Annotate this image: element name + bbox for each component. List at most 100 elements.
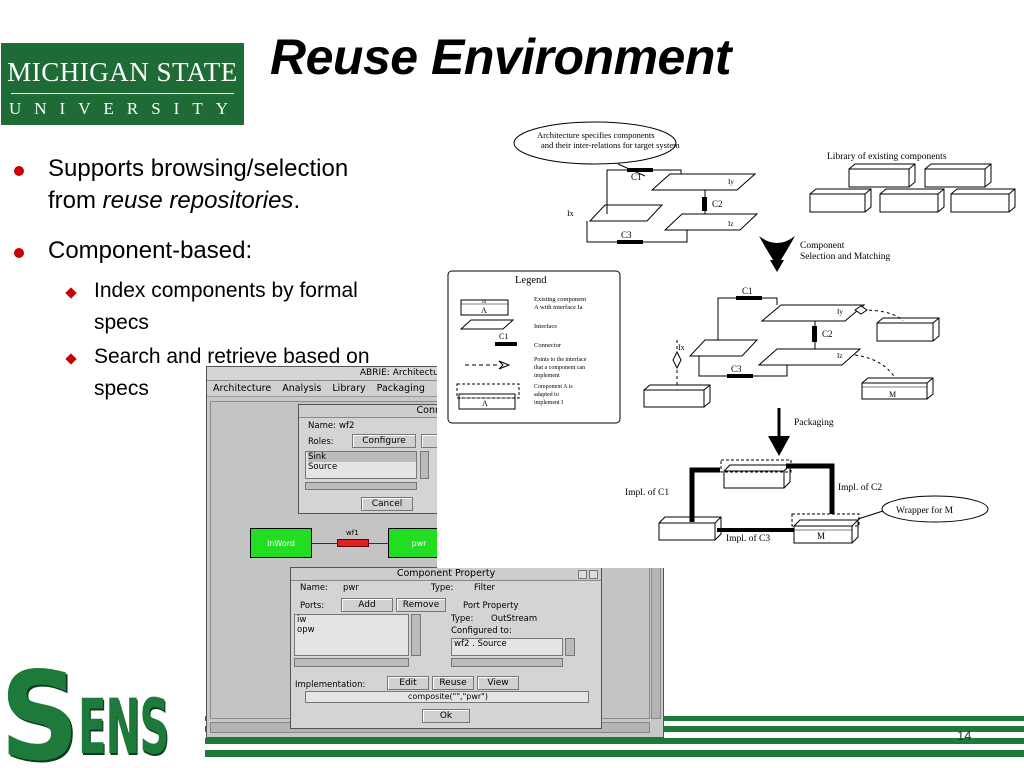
matched-box-m <box>861 377 934 400</box>
label-iz-mid: Iz <box>837 352 842 360</box>
label-iz-top: Iz <box>728 220 733 228</box>
packaging-label: Packaging <box>794 418 834 428</box>
reuse-button[interactable]: Reuse <box>432 676 474 690</box>
legend-item-3: Connector <box>534 342 562 349</box>
library-box-4 <box>879 188 945 213</box>
component-inword[interactable]: InWord <box>250 528 312 558</box>
sub-bullet-1-line2: specs <box>94 311 149 334</box>
dialog-minimize-button[interactable] <box>578 570 587 579</box>
packaging-arrow-icon <box>768 436 790 456</box>
library-components <box>809 163 1016 213</box>
menu-packaging[interactable]: Packaging <box>376 383 425 394</box>
connector-c2-top <box>702 197 707 211</box>
configured-to-value[interactable]: wf2 . Source <box>454 639 507 649</box>
menu-analysis[interactable]: Analysis <box>282 383 322 394</box>
architecture-top: C1 Iy Ix Iz C2 C3 <box>567 168 759 244</box>
bullet-1-line1: Supports browsing/selection <box>48 155 349 182</box>
match-diamond-3 <box>672 350 682 370</box>
bullet-1-italic: reuse repositories <box>102 187 294 214</box>
implementation-field[interactable]: composite("","pwr") <box>305 691 589 703</box>
interface-ix-top <box>588 204 664 222</box>
ports-list-scrollbar[interactable] <box>411 614 421 656</box>
label-iy-mid: Iy <box>837 308 843 316</box>
selection-label-1: Component <box>800 241 845 251</box>
packaged-box-top <box>723 464 791 489</box>
legend-item-5a: Component A is <box>534 384 573 390</box>
wrapper-outline <box>791 513 860 527</box>
legend-item-4a: Points to the interface <box>534 356 587 363</box>
component-property-dialog: Component Property Name: pwr Type: Filte… <box>290 567 602 729</box>
diagram-svg: Architecture specifies components and th… <box>447 121 1016 544</box>
abrie-window-title: ABRIE: Architecture–Based Reuse <box>359 368 511 378</box>
add-port-button[interactable]: Add <box>341 598 393 612</box>
view-button[interactable]: View <box>477 676 519 690</box>
legend-arrow-head-icon <box>498 360 511 370</box>
sens-logo: S ENS <box>0 646 210 768</box>
legend-title: Legend <box>515 275 547 286</box>
cancel-button[interactable]: Cancel <box>361 497 413 511</box>
legend-a-label: A <box>481 306 487 315</box>
configured-to-list[interactable]: wf2 . Source <box>451 638 563 656</box>
label-iy-top: Iy <box>728 178 734 186</box>
configure-button[interactable]: Configure <box>352 434 416 448</box>
dialog-maximize-button[interactable] <box>589 570 598 579</box>
ports-list[interactable]: iw opw <box>294 614 409 656</box>
library-box-3 <box>809 188 872 213</box>
edit-button[interactable]: Edit <box>387 676 429 690</box>
wrapper-callout <box>881 495 989 523</box>
configured-to-scrollbar[interactable] <box>565 638 575 656</box>
connector-roles-label: Roles: <box>308 437 334 447</box>
remove-port-button[interactable]: Remove <box>396 598 446 612</box>
legend-item-5c: implement I <box>534 400 563 406</box>
slide-title: Reuse Environment <box>270 29 732 85</box>
sub-bullet-2: Search and retrieve based on specs <box>94 341 370 405</box>
bullet-1: Supports browsing/selection from reuse r… <box>48 153 348 217</box>
connector-name-label: Name: <box>308 421 336 431</box>
interface-iz-top <box>663 213 759 231</box>
sub-bullet-diamond-1 <box>65 287 77 299</box>
connector-dialog: Conn Name: wf2 Roles: Configure Sink Sou… <box>298 404 448 514</box>
library-box-1 <box>848 163 916 188</box>
msu-logo-line1: MICHIGAN STATE <box>7 57 238 87</box>
cp-type-value: Filter <box>474 583 496 593</box>
ports-list-item-2[interactable]: opw <box>297 625 315 635</box>
interface-iz-mid <box>757 348 862 366</box>
interface-iy-mid <box>760 304 866 322</box>
label-c1-mid: C1 <box>742 286 753 296</box>
selection-arrow-head-icon <box>770 260 784 272</box>
label-m-bottom: M <box>817 531 825 541</box>
roles-list-scrollbar[interactable] <box>420 451 429 479</box>
ports-list-hscrollbar[interactable] <box>294 658 409 667</box>
packaged-box-top-wrap <box>720 459 792 473</box>
label-c2-top: C2 <box>712 199 723 209</box>
label-ix-top: Ix <box>567 209 574 218</box>
wrapper-label: Wrapper for M <box>896 505 954 516</box>
sens-logo-ens: ENS <box>78 682 169 768</box>
label-c1-top: C1 <box>631 172 642 182</box>
configured-to-hscrollbar[interactable] <box>451 658 563 667</box>
roles-list-item-2[interactable]: Source <box>308 462 338 472</box>
impl-c1-label: Impl. of C1 <box>625 487 669 498</box>
bullet-dot-2 <box>14 248 24 258</box>
ok-button[interactable]: Ok <box>422 709 470 723</box>
footer-stripe-3 <box>205 738 1024 744</box>
legend-item-4c: implement <box>534 373 560 379</box>
connector-wf1[interactable] <box>337 539 369 547</box>
menu-library[interactable]: Library <box>332 383 366 394</box>
bullet-2: Component-based: <box>48 237 253 264</box>
label-c3-mid: C3 <box>731 364 742 374</box>
legend: Legend Ia A Existing component A with in… <box>447 270 621 424</box>
roles-list[interactable]: Sink Source <box>305 451 417 479</box>
legend-item-5b: adapted to <box>534 392 559 398</box>
legend-a2-label: A <box>482 399 488 408</box>
menu-architecture[interactable]: Architecture <box>213 383 272 394</box>
ports-list-item-1[interactable]: iw <box>297 615 307 625</box>
match-diamond-1 <box>854 305 868 315</box>
footer-stripe-4 <box>205 750 1024 757</box>
roles-list-item-1[interactable]: Sink <box>308 452 416 462</box>
wrapper-pointer <box>857 510 884 520</box>
implementation-label: Implementation: <box>295 680 366 690</box>
roles-list-hscrollbar[interactable] <box>305 482 417 490</box>
legend-item-2: Interface <box>534 323 557 330</box>
